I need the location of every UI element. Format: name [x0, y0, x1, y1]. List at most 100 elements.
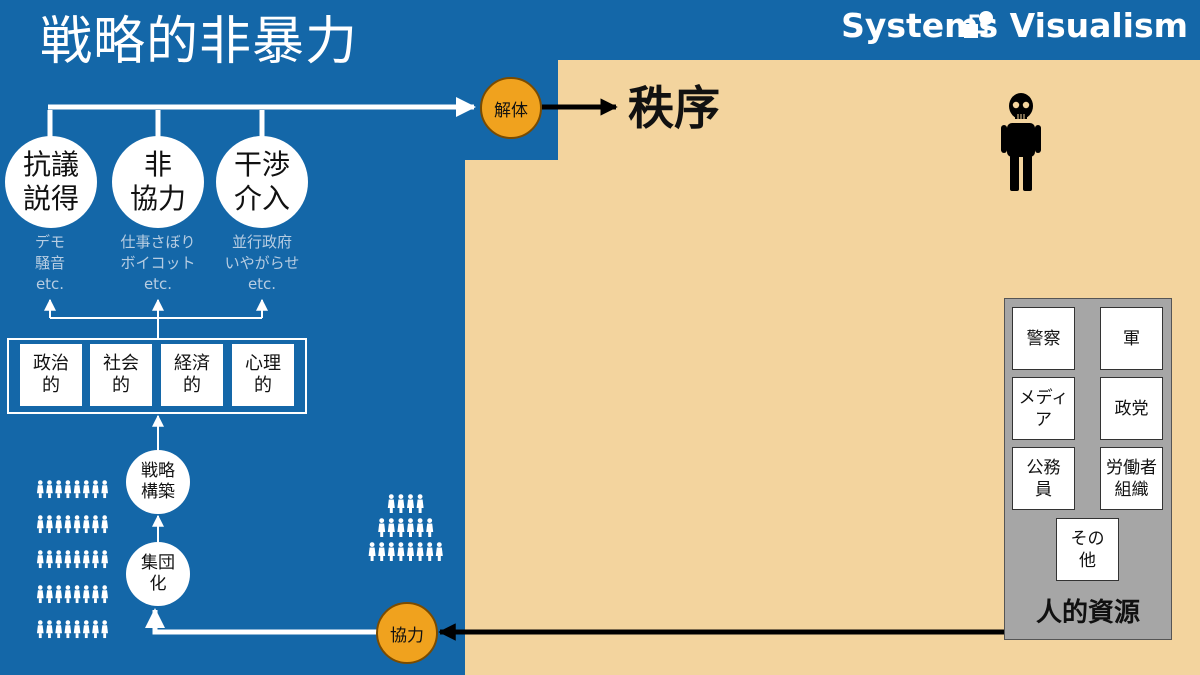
person-figure — [387, 494, 395, 513]
dimension-line1: 心理 — [245, 353, 281, 374]
human-resources-title: 人的資源 — [1035, 598, 1140, 628]
person-figure — [46, 550, 53, 569]
person-figure — [387, 542, 395, 561]
method-examples: 並行政府 いやがらせ etc. — [202, 232, 322, 295]
person-figure — [378, 518, 386, 537]
person-figure — [82, 480, 90, 499]
person-figure — [73, 550, 81, 569]
method-examples: 仕事さぼり ボイコット etc. — [98, 232, 218, 295]
node-line1: 戦略 — [141, 461, 175, 481]
example-item: いやがらせ — [224, 254, 300, 272]
resource-line1: 労働者 — [1106, 457, 1157, 478]
person-figure — [36, 585, 44, 604]
method-noncooperation: 非 協力 — [112, 136, 204, 228]
person-figure — [64, 585, 72, 604]
brand-text: Systems Visualism — [841, 6, 1188, 45]
person-figure — [92, 550, 99, 569]
person-figure — [387, 518, 395, 537]
dimension-line1: 経済 — [174, 353, 210, 374]
resource-line1: その — [1070, 528, 1105, 549]
resource-parties: 政党 — [1100, 377, 1163, 440]
person-figure — [82, 515, 90, 534]
person-figure — [55, 515, 62, 534]
method-line2: 説得 — [22, 182, 79, 215]
crowd-icon — [36, 480, 108, 639]
example-item: etc. — [35, 275, 65, 293]
person-figure — [397, 494, 405, 513]
person-figure — [435, 542, 443, 561]
example-item: 並行政府 — [231, 233, 292, 251]
dimension-line1: 社会 — [103, 353, 139, 374]
person-figure — [64, 620, 72, 639]
person-figure — [416, 518, 424, 537]
node-line1: 集団 — [141, 553, 175, 573]
resource-civil-servants: 公務 員 — [1012, 447, 1075, 510]
example-item: etc. — [143, 275, 173, 293]
person-figure — [101, 480, 108, 499]
node-line2: 構築 — [141, 482, 175, 502]
person-figure — [55, 550, 62, 569]
person-figure — [407, 494, 414, 513]
dimension-psychological: 心理 的 — [232, 344, 294, 406]
regime-area-lower — [465, 160, 565, 675]
person-figure — [92, 585, 99, 604]
person-figure — [46, 515, 53, 534]
method-examples: デモ 騒音 etc. — [0, 232, 110, 295]
pyramid-crowd-icon — [368, 494, 443, 561]
dimension-line2: 的 — [254, 375, 272, 396]
person-figure — [368, 542, 376, 561]
person-figure — [36, 620, 44, 639]
dimensions-group — [7, 338, 307, 414]
node-line2: 化 — [149, 574, 167, 594]
example-item: etc. — [247, 275, 277, 293]
resource-line2: 他 — [1079, 550, 1096, 571]
person-figure — [397, 518, 405, 537]
resource-police: 警察 — [1012, 307, 1075, 370]
order-label: 秩序 — [628, 81, 720, 135]
person-figure — [416, 494, 424, 513]
person-figure — [82, 620, 90, 639]
resource-other: その 他 — [1056, 518, 1119, 581]
person-figure — [416, 542, 424, 561]
person-figure — [378, 542, 386, 561]
resource-line1: メディ — [1018, 387, 1069, 408]
method-protest-persuasion: 抗議 説得 — [5, 136, 97, 228]
person-figure — [101, 620, 108, 639]
person-figure — [64, 550, 72, 569]
person-figure — [426, 542, 434, 561]
person-figure — [397, 542, 405, 561]
strategy-node: 戦略 構築 — [126, 450, 190, 514]
person-figure — [73, 620, 81, 639]
person-figure — [407, 542, 414, 561]
resource-unions: 労働者 組織 — [1100, 447, 1163, 510]
person-figure — [64, 515, 72, 534]
person-figure — [92, 480, 99, 499]
person-figure — [36, 480, 44, 499]
example-item: 騒音 — [34, 254, 65, 272]
person-figure — [73, 515, 81, 534]
person-figure — [64, 480, 72, 499]
person-figure — [101, 550, 108, 569]
person-figure — [46, 620, 53, 639]
person-figure — [46, 480, 53, 499]
method-line1: 抗議 — [22, 148, 79, 181]
person-figure — [55, 480, 62, 499]
person-figure — [36, 550, 44, 569]
method-line1: 非 — [143, 148, 172, 181]
person-figure — [55, 585, 62, 604]
cooperation-node: 協力 — [376, 602, 438, 664]
dimension-line2: 的 — [112, 375, 130, 396]
dismantle-node: 解体 — [480, 77, 542, 139]
person-figure — [101, 585, 108, 604]
example-item: 仕事さぼり — [120, 233, 196, 251]
person-figure — [82, 550, 90, 569]
method-line2: 協力 — [129, 182, 186, 215]
person-figure — [92, 620, 99, 639]
person-figure — [82, 585, 90, 604]
person-figure — [73, 585, 81, 604]
resource-military: 軍 — [1100, 307, 1163, 370]
dimension-line2: 的 — [183, 375, 201, 396]
method-line2: 介入 — [233, 182, 290, 215]
logo-icon — [960, 8, 996, 44]
person-figure — [101, 515, 108, 534]
